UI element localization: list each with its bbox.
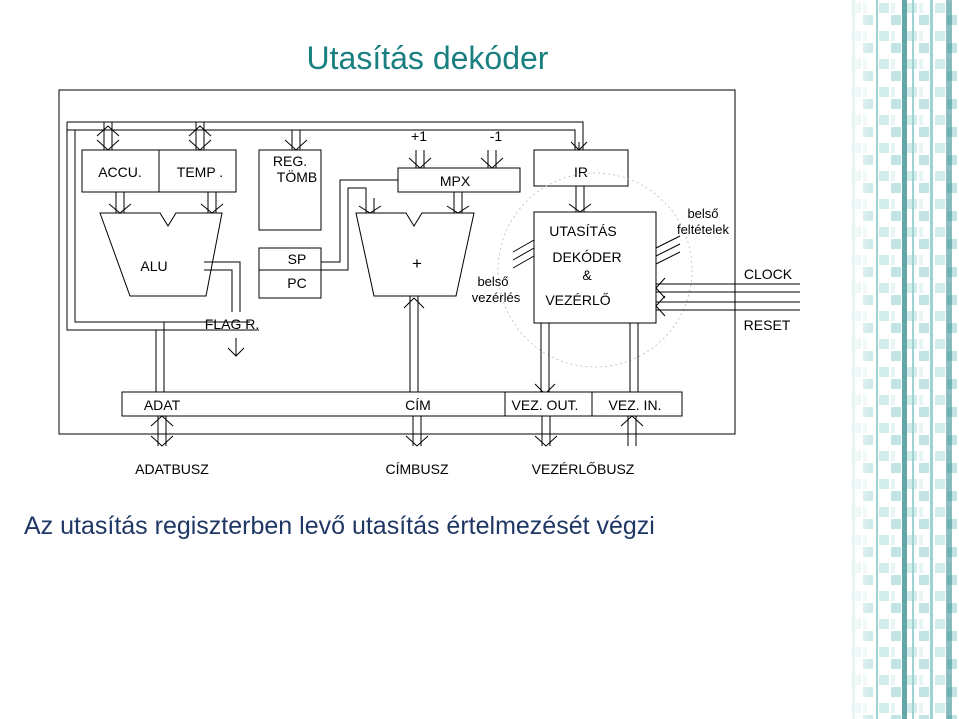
accu-register bbox=[81, 149, 160, 193]
reset-line bbox=[656, 301, 800, 311]
vez-out-label: VEZ. OUT. bbox=[512, 397, 579, 413]
address-path bbox=[409, 296, 419, 392]
clock-arrow bbox=[655, 277, 666, 299]
internal-control-lines bbox=[512, 239, 535, 269]
belso-feltetelek-label-2: feltételek bbox=[677, 222, 730, 237]
vez-in-label: VEZ. IN. bbox=[609, 397, 662, 413]
flag-output bbox=[227, 338, 245, 357]
temp-register bbox=[158, 149, 237, 193]
alu-to-flag bbox=[204, 261, 241, 312]
adatbusz-label: ADATBUSZ bbox=[135, 461, 209, 477]
register-file-label-1: REG. bbox=[273, 153, 307, 169]
temp-bus-connector bbox=[188, 122, 212, 151]
control-bus-out-connector bbox=[534, 416, 558, 447]
decoder-label-1: UTASÍTÁS bbox=[549, 223, 616, 239]
data-path bbox=[155, 322, 165, 392]
sp-pc-registers bbox=[258, 247, 322, 299]
accu-label: ACCU. bbox=[98, 164, 142, 180]
ir-to-decoder bbox=[568, 186, 592, 213]
internal-bus-left bbox=[66, 122, 259, 331]
minus-one-label: -1 bbox=[490, 128, 503, 144]
reset-arrow bbox=[655, 295, 666, 317]
slide-title: Utasítás dekóder bbox=[306, 40, 549, 76]
mpx-plus-one-input bbox=[408, 150, 432, 169]
sp-to-mpx-adder bbox=[321, 179, 398, 271]
clock-line bbox=[656, 283, 800, 293]
belso-vezerles-label-1: belső bbox=[477, 274, 508, 289]
belso-feltetelek-label-1: belső bbox=[687, 206, 718, 221]
regfile-bus-connector bbox=[284, 130, 308, 151]
control-paths bbox=[540, 323, 639, 392]
alu-input-a bbox=[108, 192, 132, 214]
decoder-label-4: VEZÉRLŐ bbox=[545, 292, 610, 308]
internal-bus-top bbox=[67, 121, 584, 150]
address-bus-connector bbox=[405, 416, 429, 447]
adder-input-a bbox=[358, 198, 382, 214]
adder-label: + bbox=[412, 254, 422, 273]
slide-subtitle: Az utasítás regiszterben levő utasítás é… bbox=[24, 512, 655, 540]
decoder-label-3: & bbox=[582, 267, 592, 283]
reset-label: RESET bbox=[744, 317, 791, 333]
belso-vezerles-label-2: vezérlés bbox=[472, 290, 521, 305]
ir-bus-connector bbox=[570, 141, 588, 151]
clock-label: CLOCK bbox=[744, 266, 793, 282]
cimbusz-label: CÍMBUSZ bbox=[386, 461, 449, 477]
register-file-label-2: TÖMB bbox=[277, 168, 317, 185]
adat-label: ADAT bbox=[144, 397, 181, 413]
control-bus-in-connector bbox=[620, 415, 644, 446]
mpx-minus-one-input bbox=[480, 150, 504, 169]
sp-label: SP bbox=[288, 251, 307, 267]
alu-input-b bbox=[200, 192, 224, 214]
adder-block bbox=[355, 212, 475, 297]
pc-label: PC bbox=[287, 275, 306, 291]
flag-label: FLAG R. bbox=[205, 316, 259, 332]
mpx-label: MPX bbox=[440, 173, 471, 189]
alu-block bbox=[99, 212, 223, 297]
accu-bus-connector bbox=[96, 122, 120, 151]
alu-label: ALU bbox=[140, 258, 167, 274]
decoder-controller bbox=[533, 211, 657, 324]
ir-register bbox=[533, 149, 629, 187]
register-file bbox=[258, 149, 322, 231]
decoder-label-2: DEKÓDER bbox=[552, 249, 621, 265]
address-arrow bbox=[403, 297, 425, 309]
vezerlobusz-label: VEZÉRLŐBUSZ bbox=[532, 461, 635, 477]
ir-label: IR bbox=[574, 164, 588, 180]
bus-interface bbox=[121, 391, 683, 417]
cim-label: CÍM bbox=[405, 397, 431, 413]
adder-input-b bbox=[446, 192, 470, 214]
decoder-scope-circle bbox=[497, 172, 693, 368]
internal-condition-lines bbox=[655, 235, 681, 265]
data-bus-connector bbox=[150, 415, 174, 447]
temp-label: TEMP . bbox=[177, 164, 223, 180]
plus-one-label: +1 bbox=[411, 128, 427, 144]
